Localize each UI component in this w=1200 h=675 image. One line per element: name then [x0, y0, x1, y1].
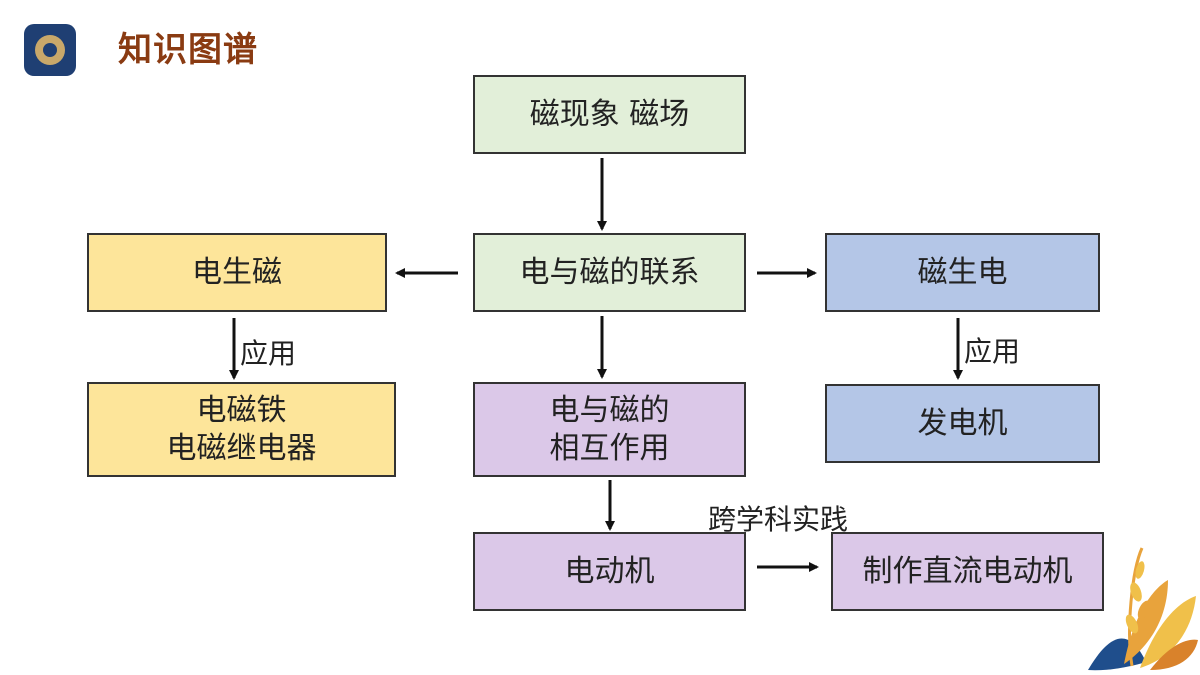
node-interaction-line2: 相互作用	[549, 430, 670, 466]
node-magnet-to-electro: 磁生电	[825, 233, 1100, 312]
node-magnet-to-electro-label: 磁生电	[917, 254, 1008, 290]
ring-logo-icon	[24, 24, 76, 76]
edge-label-apply-right: 应用	[964, 335, 1021, 368]
node-magnetism-label: 磁现象 磁场	[529, 96, 690, 132]
node-interaction-line1: 电与磁的	[549, 393, 670, 428]
node-relation: 电与磁的联系	[473, 233, 746, 312]
node-electromagnet-line1: 电磁铁	[196, 393, 287, 428]
logo-hole	[43, 43, 57, 57]
edge-label-interdisciplinary: 跨学科实践	[708, 503, 849, 536]
node-magnetism: 磁现象 磁场	[473, 75, 746, 154]
node-electromagnet: 电磁铁 电磁继电器	[87, 382, 396, 477]
node-make-motor: 制作直流电动机	[831, 532, 1104, 611]
node-electro-to-magnet-label: 电生磁	[192, 254, 282, 290]
node-generator-label: 发电机	[917, 405, 1008, 441]
node-make-motor-label: 制作直流电动机	[862, 553, 1073, 589]
node-electro-to-magnet: 电生磁	[87, 233, 387, 312]
node-relation-label: 电与磁的联系	[519, 254, 700, 290]
logo-ring	[35, 35, 65, 65]
edge-label-apply-left: 应用	[240, 337, 297, 370]
leaf-decoration-icon	[1088, 547, 1198, 671]
node-electromagnet-line2: 电磁继电器	[166, 430, 317, 466]
node-interaction: 电与磁的 相互作用	[473, 382, 746, 477]
node-generator: 发电机	[825, 384, 1100, 463]
node-motor: 电动机	[473, 532, 746, 611]
node-motor-label: 电动机	[564, 553, 655, 589]
page-title: 知识图谱	[118, 30, 258, 70]
